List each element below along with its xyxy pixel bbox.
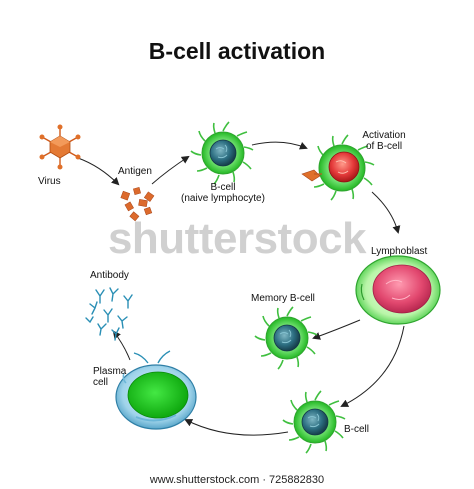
activated-bcell-icon: [301, 134, 375, 201]
label-plasma-line2: cell: [93, 377, 109, 388]
label-memory-bcell: Memory B-cell: [251, 293, 315, 304]
antibodies-icon: [85, 287, 133, 341]
arrow-virus-to-antigen: [77, 157, 120, 186]
label-virus: Virus: [38, 176, 61, 187]
antigen-fragments-icon: [120, 187, 155, 222]
watermark: shutterstock: [107, 214, 367, 263]
label-bcell: B-cell: [344, 424, 370, 435]
arrow-lymphoblast-to-bcell: [340, 325, 405, 407]
label-bcell-naive-line2: (naive lymphocyte): [181, 193, 265, 204]
label-bcell-naive-line1: B-cell: [210, 182, 236, 193]
plasma-cell-icon: [115, 350, 197, 430]
label-activation-line1: Activation: [362, 130, 406, 141]
lymphoblast-icon: [355, 255, 441, 325]
arrow-antigen-to-bcell: [151, 155, 190, 185]
arrow-plasma-to-antibody: [112, 330, 131, 361]
label-activation-line2: of B-cell: [365, 141, 403, 152]
label-antibody: Antibody: [90, 270, 129, 281]
label-bcell-naive: B-cell (naive lymphocyte): [173, 182, 273, 204]
naive-bcell-icon: [190, 121, 254, 185]
arrow-lymphoblast-to-memory: [312, 319, 361, 340]
label-lymphoblast: Lymphoblast: [371, 246, 428, 257]
label-antigen: Antigen: [118, 166, 152, 177]
footer-credit: www.shutterstock.com · 725882830: [149, 474, 325, 486]
arrow-bcell-to-plasma: [184, 419, 289, 436]
diagram-title: B-cell activation: [148, 38, 326, 64]
virus-icon: [39, 124, 81, 170]
label-plasma-cell: Plasma cell: [93, 366, 126, 388]
arrow-activation-to-lymphoblast: [371, 191, 401, 234]
label-activation: Activation of B-cell: [354, 130, 414, 152]
arrow-bcell-to-activation: [251, 141, 308, 150]
label-plasma-line1: Plasma: [93, 366, 127, 377]
memory-bcell-icon: [254, 306, 318, 370]
bcell-icon: [282, 390, 346, 454]
